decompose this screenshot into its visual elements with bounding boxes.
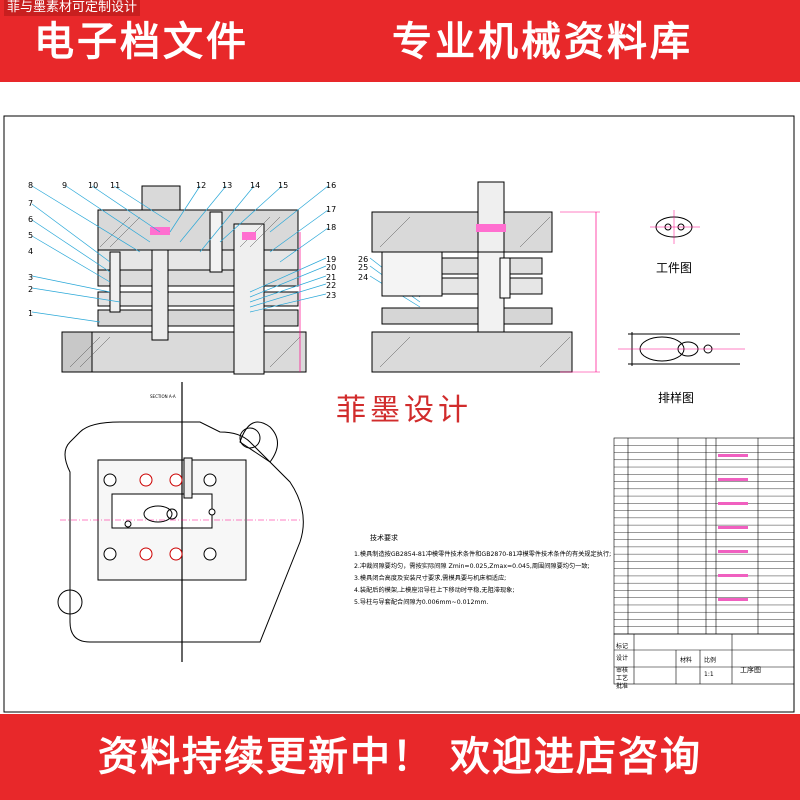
banner-title-right: 专业机械资料库 <box>392 19 693 65</box>
top-banner: 菲与墨素材可定制设计 电子档文件 专业机械资料库 <box>0 0 800 82</box>
tech-line-3: 3.模具闭合高度及安装尺寸要求,需模具要与机床相适应; <box>354 574 506 582</box>
title-block-row-5: 批准 <box>616 682 628 690</box>
mechanical-drawing: 8 9 10 11 12 13 14 15 16 17 18 7 6 5 4 3… <box>3 115 795 713</box>
callout-1: 1 <box>28 309 33 318</box>
callout-2: 2 <box>28 285 33 294</box>
callout-17: 17 <box>326 205 336 214</box>
callout-25: 25 <box>358 263 368 272</box>
plan-view: SECTION A-A <box>57 382 304 662</box>
title-block-row-3: 审核 <box>616 666 628 674</box>
tech-line-4: 4.装配后的模架,上模座沿导柱上下移动时平稳,无阻滞现象; <box>354 586 514 594</box>
callout-20: 20 <box>326 263 336 272</box>
callout-12: 12 <box>196 181 206 190</box>
callout-24: 24 <box>358 273 368 282</box>
bottom-banner: 资料持续更新中！ 欢迎进店咨询 <box>0 714 800 800</box>
section-label: SECTION A-A <box>150 394 176 399</box>
callout-22: 22 <box>326 281 336 290</box>
drawing-name: 工序图 <box>740 665 761 674</box>
callout-9: 9 <box>62 181 67 190</box>
callout-10: 10 <box>88 181 98 190</box>
watermark: 菲墨设计 <box>336 393 472 428</box>
side-view <box>371 181 600 373</box>
callout-14: 14 <box>250 181 260 190</box>
strip-layout-drawing <box>618 332 745 366</box>
drawing-frame <box>3 115 795 713</box>
material-label: 材料 <box>680 656 692 664</box>
title-block-text: 标记 设计 审核 工艺 批准 材料 比例 1:1 工序图 <box>616 642 761 690</box>
callout-3: 3 <box>28 273 33 282</box>
banner-caption: 菲与墨素材可定制设计 <box>4 0 141 16</box>
footer-text: 资料持续更新中！ 欢迎进店咨询 <box>98 734 702 780</box>
callout-23: 23 <box>326 291 336 300</box>
layout-label: 排样图 <box>658 390 694 405</box>
title-block-row-1: 标记 <box>616 642 628 650</box>
workpiece-drawing <box>650 210 700 244</box>
callout-26: 26 <box>358 255 368 264</box>
parts-list <box>613 437 795 635</box>
callout-4: 4 <box>28 247 33 256</box>
workpiece-label: 工件图 <box>656 261 692 275</box>
front-view <box>61 185 307 375</box>
callout-16: 16 <box>326 181 336 190</box>
title-block-row-2: 设计 <box>616 654 628 662</box>
callout-5: 5 <box>28 231 33 240</box>
tech-requirements: 技术要求 1.模具制造按GB2854-81冲模零件技术条件和GB2870-81冲… <box>354 533 611 606</box>
callout-8: 8 <box>28 181 33 190</box>
scale-value: 1:1 <box>704 671 714 678</box>
callout-7: 7 <box>28 199 33 208</box>
title-block <box>613 633 795 685</box>
callout-18: 18 <box>326 223 336 232</box>
callout-11: 11 <box>110 181 120 190</box>
callout-21: 21 <box>326 273 336 282</box>
tech-line-5: 5.导柱与导套配合间隙为0.006mm~0.012mm. <box>354 598 488 606</box>
callout-15: 15 <box>278 181 288 190</box>
tech-requirements-title: 技术要求 <box>370 533 398 542</box>
title-block-row-4: 工艺 <box>616 674 628 682</box>
scale-label: 比例 <box>704 656 716 664</box>
tech-line-1: 1.模具制造按GB2854-81冲模零件技术条件和GB2870-81冲模零件技术… <box>354 550 611 558</box>
tech-line-2: 2.冲裁间隙要均匀，需按实际间隙 Zmin=0.025,Zmax=0.045,周… <box>354 562 590 570</box>
callout-6: 6 <box>28 215 33 224</box>
callout-19: 19 <box>326 255 336 264</box>
callout-13: 13 <box>222 181 232 190</box>
banner-title-left: 电子档文件 <box>34 19 249 65</box>
callout-numbers: 8 9 10 11 12 13 14 15 16 17 18 7 6 5 4 3… <box>28 181 368 318</box>
